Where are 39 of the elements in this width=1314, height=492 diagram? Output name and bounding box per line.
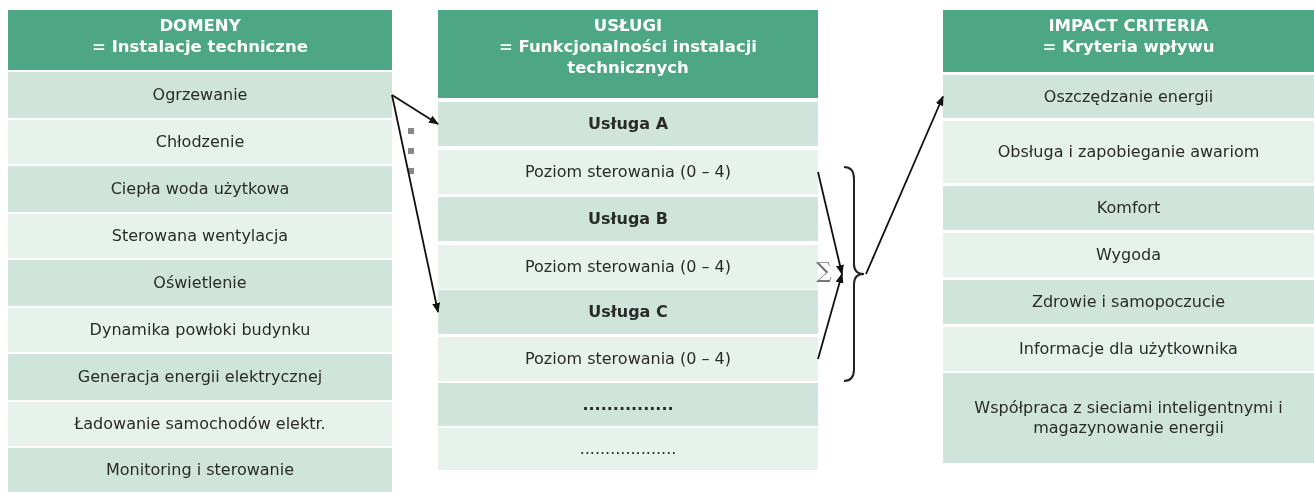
header-title: DOMENY	[159, 15, 241, 36]
table-row: Wygoda	[943, 233, 1314, 277]
table-row: Generacja energii elektrycznej	[8, 354, 392, 400]
table-row: Chłodzenie	[8, 120, 392, 164]
arrow	[391, 94, 441, 313]
table-row: Poziom sterowania (0 – 4)	[438, 337, 818, 381]
header-subtitle: = Instalacje techniczne	[92, 36, 308, 57]
header-title: USŁUGI	[593, 15, 663, 36]
table-row: Oświetlenie	[8, 260, 392, 306]
table-row: Dynamika powłoki budynku	[8, 308, 392, 352]
header-band	[438, 10, 818, 98]
table-row: Monitoring i sterowanie	[8, 448, 392, 492]
header-band	[943, 10, 1314, 72]
table-row: Ogrzewanie	[8, 72, 392, 118]
service-row: ...............	[438, 383, 818, 426]
service-row: Usługa A	[438, 102, 818, 146]
arrow	[865, 95, 944, 275]
curly-brace	[842, 165, 866, 383]
table-row: Sterowana wentylacja	[8, 214, 392, 258]
sum-sign: ∑	[816, 258, 832, 283]
header-title: IMPACT CRITERIA	[1048, 15, 1209, 36]
table-row: Zdrowie i samopoczucie	[943, 280, 1314, 324]
table-row: Oszczędzanie energii	[943, 75, 1314, 118]
header-band	[8, 10, 392, 70]
table-row: Poziom sterowania (0 – 4)	[438, 150, 818, 194]
table-row: Obsługa i zapobieganie awariom	[943, 121, 1314, 183]
arrow	[391, 94, 439, 125]
table-row: Komfort	[943, 186, 1314, 230]
table-row: Ładowanie samochodów elektr.	[8, 402, 392, 446]
header-subtitle: = Kryteria wpływu	[1042, 36, 1215, 57]
table-row: ...................	[438, 428, 818, 470]
arrow	[817, 273, 844, 360]
service-row: Usługa B	[438, 197, 818, 241]
table-row: Informacje dla użytkownika	[943, 327, 1314, 371]
arrow	[817, 171, 844, 275]
table-row: Ciepła woda użytkowa	[8, 166, 392, 212]
table-row: Współpraca z sieciami inteligentnymi i magazynowanie energii	[943, 373, 1314, 463]
header-subtitle: = Funkcjonalności instalacji technicznych	[498, 36, 758, 78]
service-row: Usługa C	[438, 290, 818, 334]
